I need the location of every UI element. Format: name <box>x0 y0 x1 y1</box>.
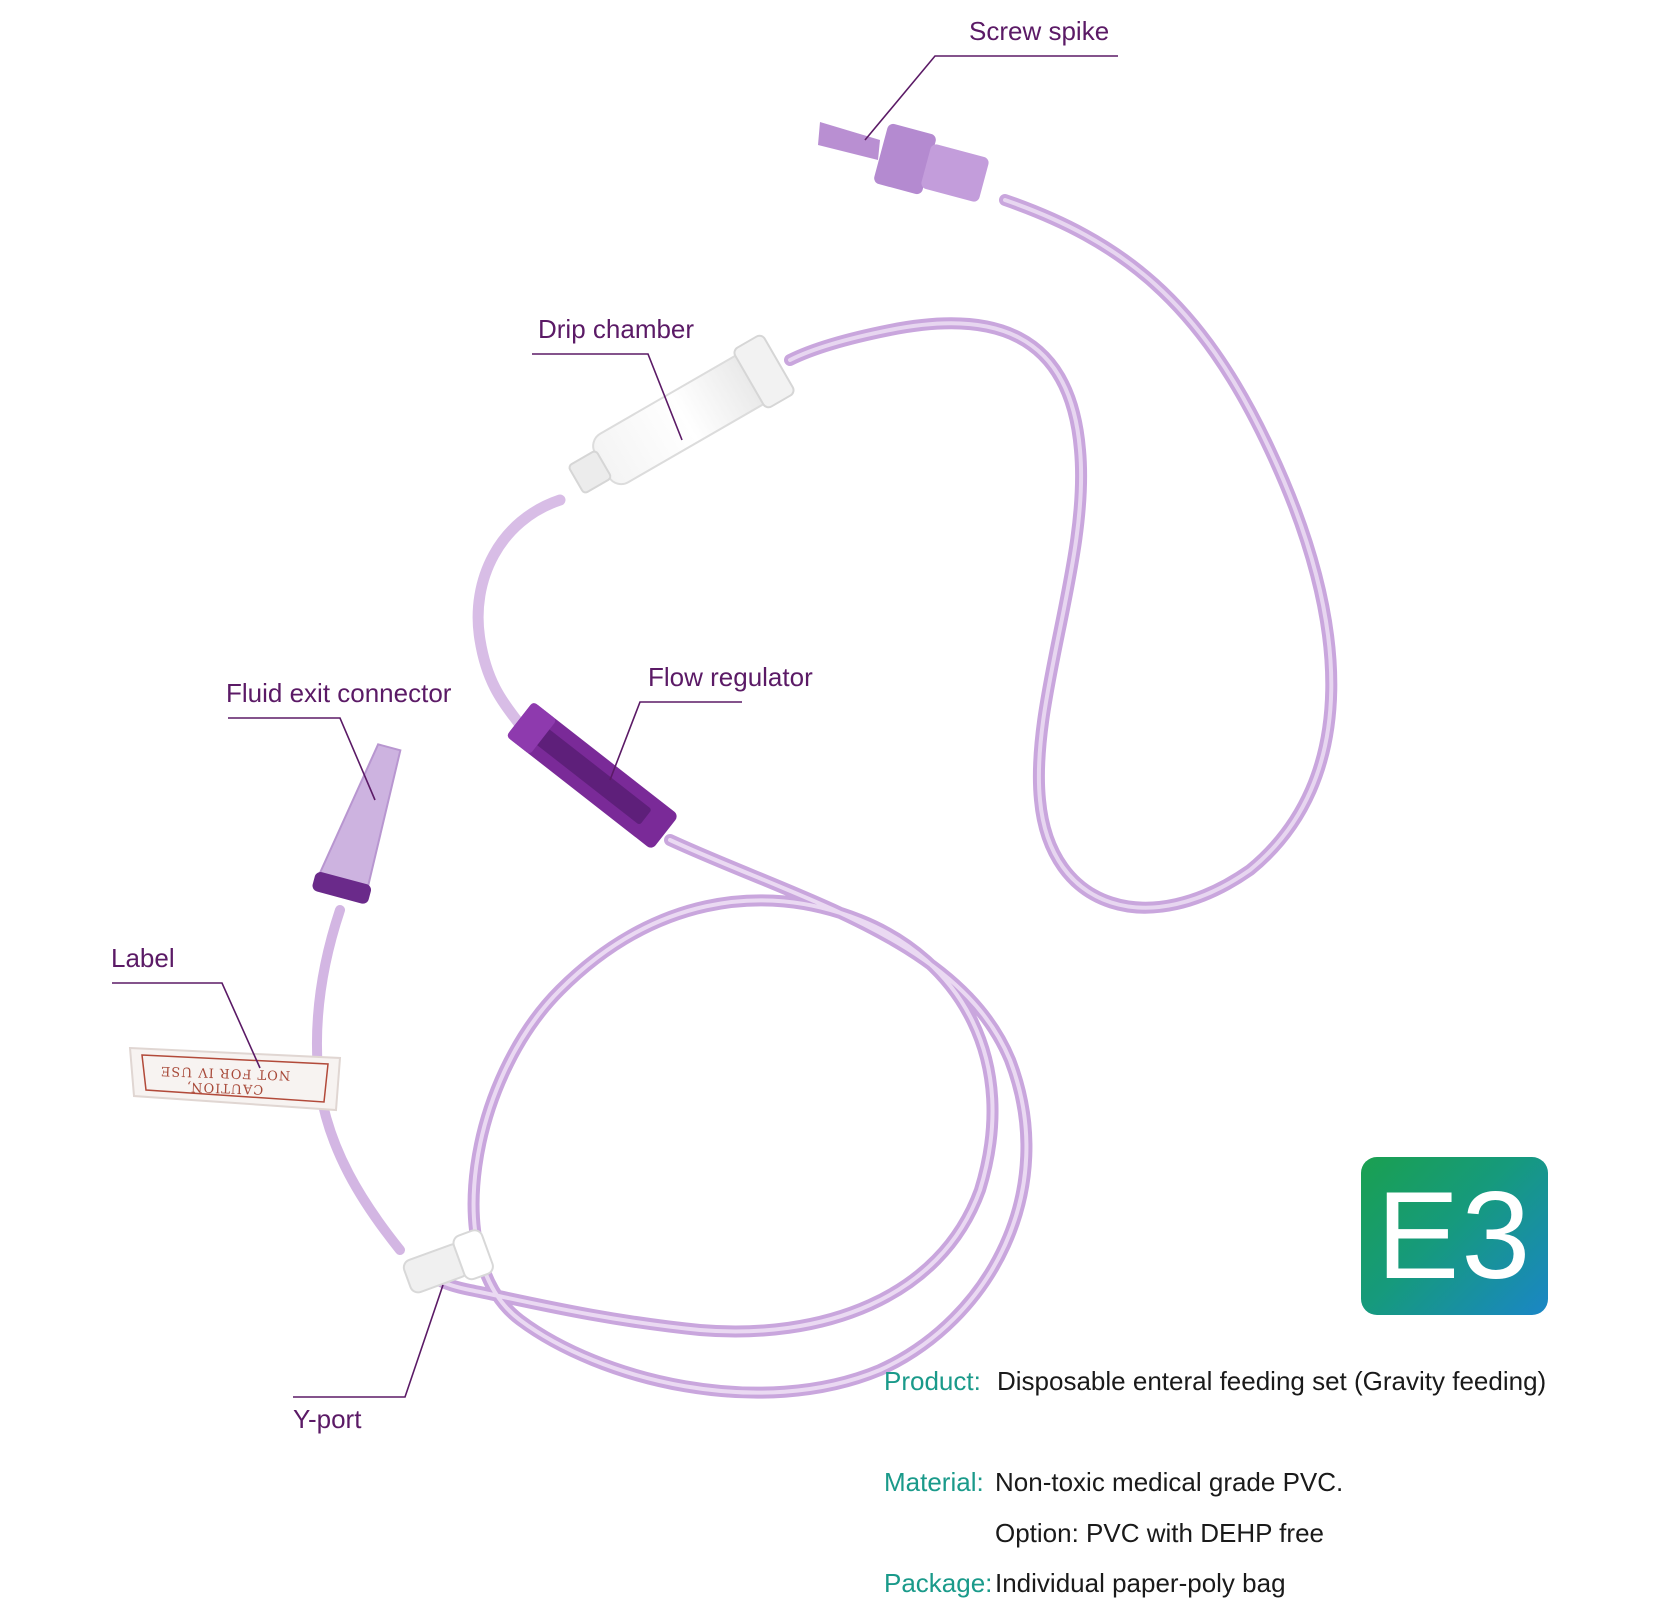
model-badge-text: E3 <box>1376 1167 1533 1305</box>
caution-label-part <box>128 1046 342 1112</box>
tube-mid <box>472 494 566 731</box>
leader-y-port <box>293 1284 444 1398</box>
callout-drip-chamber: Drip chamber <box>538 314 695 344</box>
spec-material-option: Option: PVC with DEHP free <box>995 1518 1324 1548</box>
spec-package-value: Individual paper-poly bag <box>995 1568 1286 1598</box>
callout-y-port: Y-port <box>293 1404 362 1434</box>
drip-chamber-part <box>568 334 795 494</box>
leader-fluid-exit <box>228 717 376 801</box>
y-port-part <box>402 1229 494 1294</box>
label-caution-text: CAUTION, NOT FOR IV USE <box>149 1062 300 1097</box>
spec-product-value: Disposable enteral feeding set (Gravity … <box>997 1366 1547 1396</box>
tube-upper-loop <box>784 194 1338 914</box>
spec-product-key: Product: <box>884 1366 981 1396</box>
screw-spike-part <box>818 122 989 202</box>
leader-screw-spike <box>864 55 1118 141</box>
callout-fluid-exit-connector: Fluid exit connector <box>226 678 452 708</box>
leader-drip-chamber <box>532 353 683 441</box>
leader-label <box>112 982 261 1069</box>
spec-material-value: Non-toxic medical grade PVC. <box>995 1467 1344 1497</box>
callout-label: Label <box>111 943 175 973</box>
callout-screw-spike: Screw spike <box>969 16 1110 46</box>
callout-flow-regulator: Flow regulator <box>648 662 813 692</box>
leader-flow-regulator <box>609 701 742 781</box>
flow-regulator-part <box>507 703 677 848</box>
spec-package-key: Package: <box>884 1568 993 1598</box>
tube-lower-loop <box>424 834 1033 1399</box>
spec-material-key: Material: <box>884 1467 984 1497</box>
model-badge: E3 <box>1361 1157 1548 1315</box>
fluid-exit-connector-part <box>312 743 402 904</box>
leader-lines <box>112 55 1118 1398</box>
